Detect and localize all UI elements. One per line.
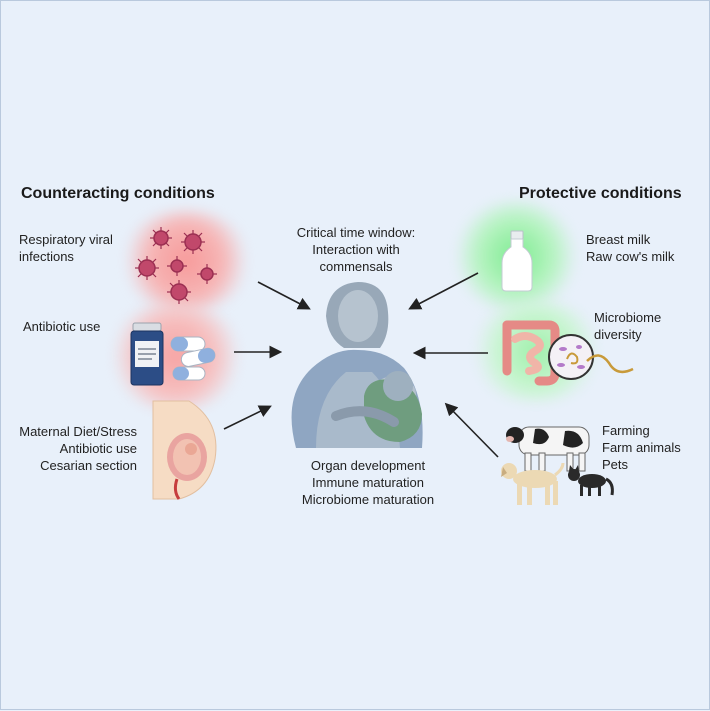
intestine-icon <box>502 320 634 386</box>
pill-bottle-icon <box>130 322 216 386</box>
antibiotic-label: Antibiotic use <box>23 319 101 334</box>
milk-bottle-icon <box>501 230 533 292</box>
arrow-milk <box>408 272 479 310</box>
arrow-maternal <box>223 405 272 430</box>
protective-heading: Protective conditions <box>519 185 682 202</box>
cow-icon <box>506 426 590 472</box>
arrow-viral <box>257 281 311 310</box>
virus-icon <box>135 227 217 304</box>
pregnant-belly-icon <box>152 400 217 500</box>
cat-icon <box>568 465 614 496</box>
dog-icon <box>501 462 565 505</box>
breastfeeding-mother-icon <box>291 282 423 448</box>
arrow-farming <box>444 402 499 458</box>
counteracting-heading: Counteracting conditions <box>21 185 215 202</box>
